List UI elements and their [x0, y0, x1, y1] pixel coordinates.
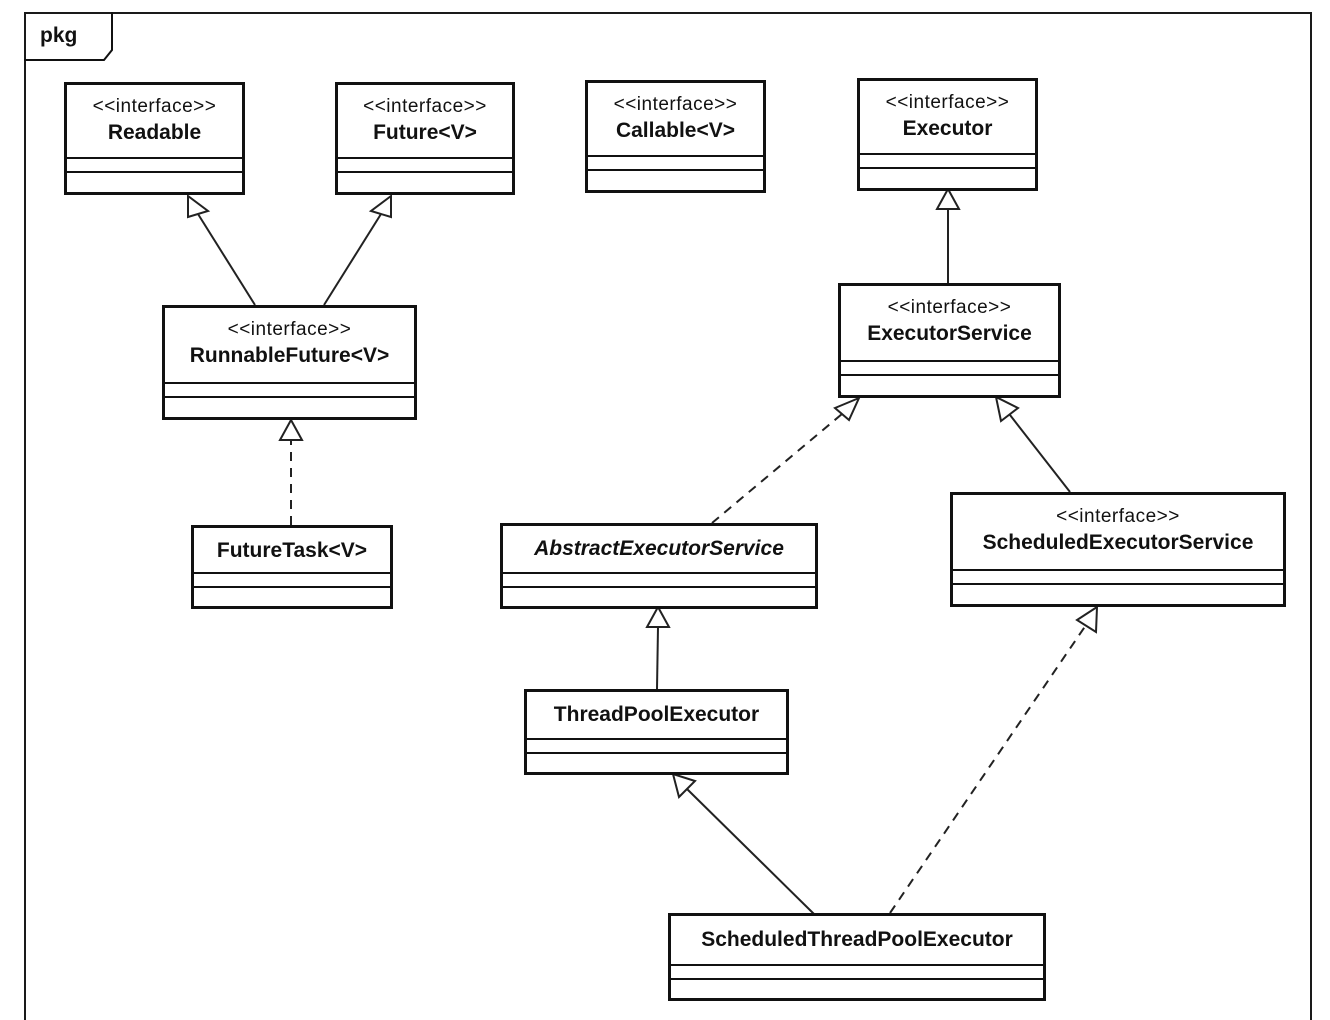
stereotype-label: <<interface>> [363, 96, 487, 117]
class-header: <<interface>> Executor [860, 81, 1035, 155]
package-label: pkg [40, 24, 78, 47]
stereotype-label: <<interface>> [227, 319, 352, 340]
edge-scheduledexecutorservice-executorservice [1009, 414, 1071, 493]
attributes-compartment [503, 574, 815, 588]
operations-compartment [588, 171, 763, 183]
edge-runnablefuture-future [323, 213, 382, 306]
attributes-compartment [841, 362, 1058, 376]
class-name: ExecutorService [867, 322, 1032, 345]
stereotype-label: <<interface>> [613, 94, 738, 115]
class-header: FutureTask<V> [194, 528, 390, 574]
arrowhead-executorservice-b [994, 395, 1020, 423]
class-header: AbstractExecutorService [503, 526, 815, 574]
operations-compartment [67, 173, 242, 185]
operations-compartment [953, 585, 1283, 597]
arrowhead-scheduledexecutorservice [1075, 605, 1099, 634]
class-runnable-future[interactable]: <<interface>> RunnableFuture<V> [162, 305, 417, 420]
edge-runnablefuture-readable [197, 213, 256, 306]
class-name: ScheduledThreadPoolExecutor [701, 928, 1013, 951]
class-thread-pool-executor[interactable]: ThreadPoolExecutor [524, 689, 789, 775]
class-abstract-executor-service[interactable]: AbstractExecutorService [500, 523, 818, 609]
class-scheduled-thread-pool-executor[interactable]: ScheduledThreadPoolExecutor [668, 913, 1046, 1001]
operations-compartment [338, 173, 512, 185]
class-header: <<interface>> ScheduledExecutorService [953, 495, 1283, 571]
package-tab [24, 12, 113, 61]
class-name: ScheduledExecutorService [982, 531, 1254, 554]
attributes-compartment [527, 740, 786, 754]
edge-abstractexecutorservice-executorservice [711, 413, 843, 524]
arrowhead-runnablefuture [278, 417, 304, 441]
arrowhead-executorservice-a [833, 396, 861, 422]
stereotype-label: <<interface>> [1056, 506, 1180, 527]
arrowhead-executor [935, 186, 961, 210]
operations-compartment [194, 588, 390, 600]
attributes-compartment [338, 159, 512, 173]
class-name: AbstractExecutorService [534, 537, 784, 560]
attributes-compartment [588, 157, 763, 171]
stereotype-label: <<interface>> [887, 297, 1012, 318]
attributes-compartment [671, 966, 1043, 980]
operations-compartment [841, 376, 1058, 388]
arrowhead-readable [187, 194, 211, 219]
stereotype-label: <<interface>> [92, 96, 217, 117]
operations-compartment [671, 980, 1043, 992]
class-name: Future<V> [373, 121, 477, 144]
class-header: <<interface>> Callable<V> [588, 83, 763, 157]
class-header: ThreadPoolExecutor [527, 692, 786, 740]
class-readable[interactable]: <<interface>> Readable [64, 82, 245, 195]
class-executor-service[interactable]: <<interface>> ExecutorService [838, 283, 1061, 398]
class-name: Readable [107, 121, 202, 144]
operations-compartment [165, 398, 414, 410]
stereotype-label: <<interface>> [885, 92, 1010, 113]
package-frame [24, 12, 1312, 1020]
class-name: RunnableFuture<V> [189, 344, 390, 367]
class-header: <<interface>> ExecutorService [841, 286, 1058, 362]
arrowhead-abstractexecutorservice [645, 604, 671, 628]
class-name: ThreadPoolExecutor [553, 703, 760, 726]
attributes-compartment [67, 159, 242, 173]
class-scheduled-executor-service[interactable]: <<interface>> ScheduledExecutorService [950, 492, 1286, 607]
class-header: <<interface>> Future<V> [338, 85, 512, 159]
attributes-compartment [860, 155, 1035, 169]
operations-compartment [503, 588, 815, 600]
edge-scheduledthreadpoolexecutor-scheduledexecutorservice [889, 624, 1087, 914]
class-future[interactable]: <<interface>> Future<V> [335, 82, 515, 195]
class-header: <<interface>> RunnableFuture<V> [165, 308, 414, 384]
arrowhead-threadpoolexecutor [671, 772, 697, 799]
class-header: <<interface>> Readable [67, 85, 242, 159]
class-future-task[interactable]: FutureTask<V> [191, 525, 393, 609]
arrowhead-future [368, 194, 392, 219]
attributes-compartment [194, 574, 390, 588]
attributes-compartment [953, 571, 1283, 585]
operations-compartment [527, 754, 786, 766]
attributes-compartment [165, 384, 414, 398]
edge-scheduledthreadpoolexecutor-threadpoolexecutor [686, 788, 816, 916]
class-executor[interactable]: <<interface>> Executor [857, 78, 1038, 191]
edge-threadpoolexecutor-abstractexecutorservice [656, 626, 659, 690]
class-callable[interactable]: <<interface>> Callable<V> [585, 80, 766, 193]
class-name: Executor [902, 117, 993, 140]
class-header: ScheduledThreadPoolExecutor [671, 916, 1043, 966]
class-name: Callable<V> [615, 119, 736, 142]
class-name: FutureTask<V> [216, 539, 368, 562]
operations-compartment [860, 169, 1035, 181]
